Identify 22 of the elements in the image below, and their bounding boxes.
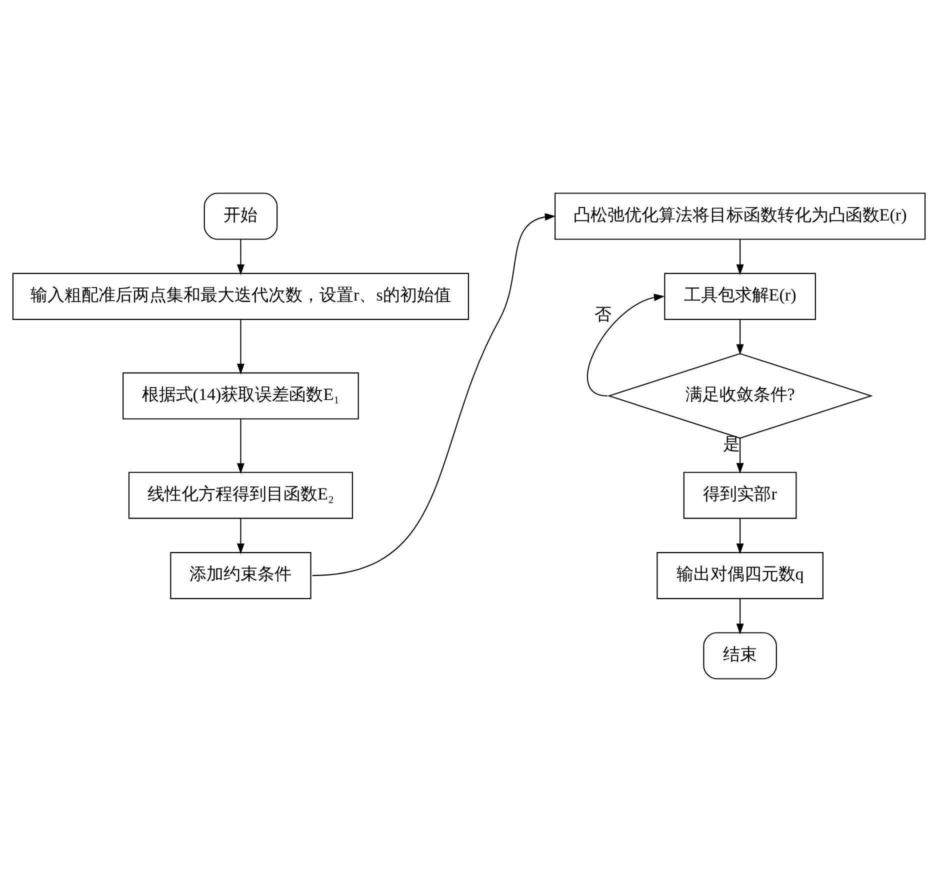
- node-box: 根据式(14)获取误差函数E₁: [122, 372, 359, 420]
- arrow: [236, 419, 244, 474]
- node-box: 凸松弛优化算法将目标函数转化为凸函数E(r): [554, 192, 926, 240]
- arrow: [312, 213, 556, 576]
- arrow: [236, 320, 244, 374]
- arrow: [587, 294, 665, 396]
- arrow: [736, 598, 744, 634]
- node-box: 工具包求解E(r): [664, 272, 816, 320]
- arrow: [736, 320, 744, 355]
- arrow: [736, 240, 744, 276]
- arrow: [736, 438, 744, 474]
- arrow: [236, 518, 244, 554]
- node-box: 输入粗配准后两点集和最大迭代次数，设置r、s的初始值: [12, 272, 469, 320]
- node-box: 开始: [204, 192, 278, 240]
- node-box: 添加约束条件: [170, 552, 312, 600]
- node-box: 输出对偶四元数q: [656, 552, 824, 600]
- node-box: 结束: [703, 632, 777, 680]
- edge-label: 否: [594, 305, 612, 324]
- node-box: 线性化方程得到目函数E₂: [128, 472, 353, 519]
- arrow: [236, 240, 244, 276]
- arrow: [736, 518, 744, 554]
- node-box: 得到实部r: [683, 472, 797, 519]
